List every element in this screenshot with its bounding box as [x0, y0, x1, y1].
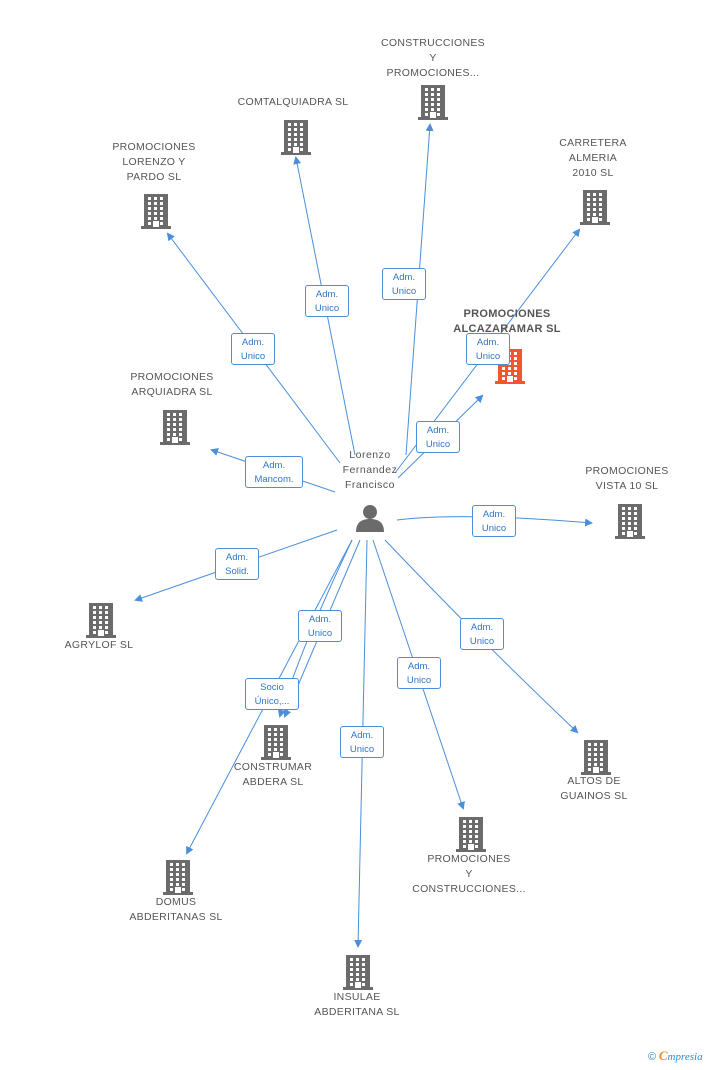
company-label-prom-constr[interactable]: PROMOCIONES Y CONSTRUCCIONES... — [412, 853, 526, 895]
building-icon[interactable] — [158, 408, 192, 446]
relation-label-vista10[interactable]: Adm. Unico — [472, 505, 516, 537]
company-label-vista10[interactable]: PROMOCIONES VISTA 10 SL — [585, 465, 669, 492]
relation-label-comtalquiadra[interactable]: Adm. Unico — [305, 285, 349, 317]
building-icon[interactable] — [454, 815, 488, 853]
relation-label-insulae[interactable]: Adm. Unico — [340, 726, 384, 758]
building-icon[interactable] — [84, 601, 118, 639]
relation-label-alcazaramar[interactable]: Adm. Unico — [416, 421, 460, 453]
building-icon[interactable] — [579, 738, 613, 776]
building-icon[interactable] — [613, 502, 647, 540]
company-label-alcazaramar[interactable]: PROMOCIONES ALCAZARAMAR SL — [453, 308, 561, 335]
company-label-lorenzo-pardo[interactable]: PROMOCIONES LORENZO Y PARDO SL — [112, 141, 196, 183]
building-icon[interactable] — [416, 83, 450, 121]
center-person-name[interactable]: Lorenzo Fernandez Francisco — [342, 449, 398, 491]
company-label-comtalquiadra[interactable]: COMTALQUIADRA SL — [237, 96, 349, 108]
company-label-domus[interactable]: DOMUS ABDERITANAS SL — [129, 896, 223, 923]
building-icon[interactable] — [279, 118, 313, 156]
company-label-insulae[interactable]: INSULAE ABDERITANA SL — [314, 991, 400, 1018]
relation-label-altos[interactable]: Adm. Unico — [460, 618, 504, 650]
brand-name: mpresia — [667, 1051, 703, 1063]
building-icon[interactable] — [578, 188, 612, 226]
company-label-altos[interactable]: ALTOS DE GUAINOS SL — [560, 775, 628, 802]
relation-label-prom-constr[interactable]: Adm. Unico — [397, 657, 441, 689]
building-icon[interactable] — [139, 192, 173, 230]
company-label-arquiadra[interactable]: PROMOCIONES ARQUIADRA SL — [130, 371, 214, 398]
relation-label-arquiadra[interactable]: Adm. Mancom. — [245, 456, 303, 488]
building-icon[interactable] — [341, 953, 375, 991]
company-label-construcciones[interactable]: CONSTRUCCIONES Y PROMOCIONES... — [381, 37, 485, 79]
company-label-construmar[interactable]: CONSTRUMAR ABDERA SL — [233, 761, 313, 788]
copyright-symbol: © — [648, 1051, 657, 1063]
relation-label-construcciones[interactable]: Adm. Unico — [382, 268, 426, 300]
empresia-brand[interactable]: © Cmpresia — [648, 1048, 703, 1064]
relation-label-agrylof[interactable]: Adm. Solid. — [215, 548, 259, 580]
relation-label-carretera[interactable]: Adm. Unico — [466, 333, 510, 365]
relation-label-lorenzo-pardo[interactable]: Adm. Unico — [231, 333, 275, 365]
brand-letter: C — [658, 1048, 668, 1063]
building-icon[interactable] — [161, 858, 195, 896]
person-icon[interactable] — [354, 502, 386, 534]
relation-label-construmar[interactable]: Adm. Unico — [298, 610, 342, 642]
company-label-agrylof[interactable]: AGRYLOF SL — [64, 639, 134, 651]
company-label-carretera[interactable]: CARRETERA ALMERIA 2010 SL — [559, 137, 627, 179]
relation-label-construmar[interactable]: Socio Único,... — [245, 678, 299, 710]
building-icon[interactable] — [259, 723, 293, 761]
